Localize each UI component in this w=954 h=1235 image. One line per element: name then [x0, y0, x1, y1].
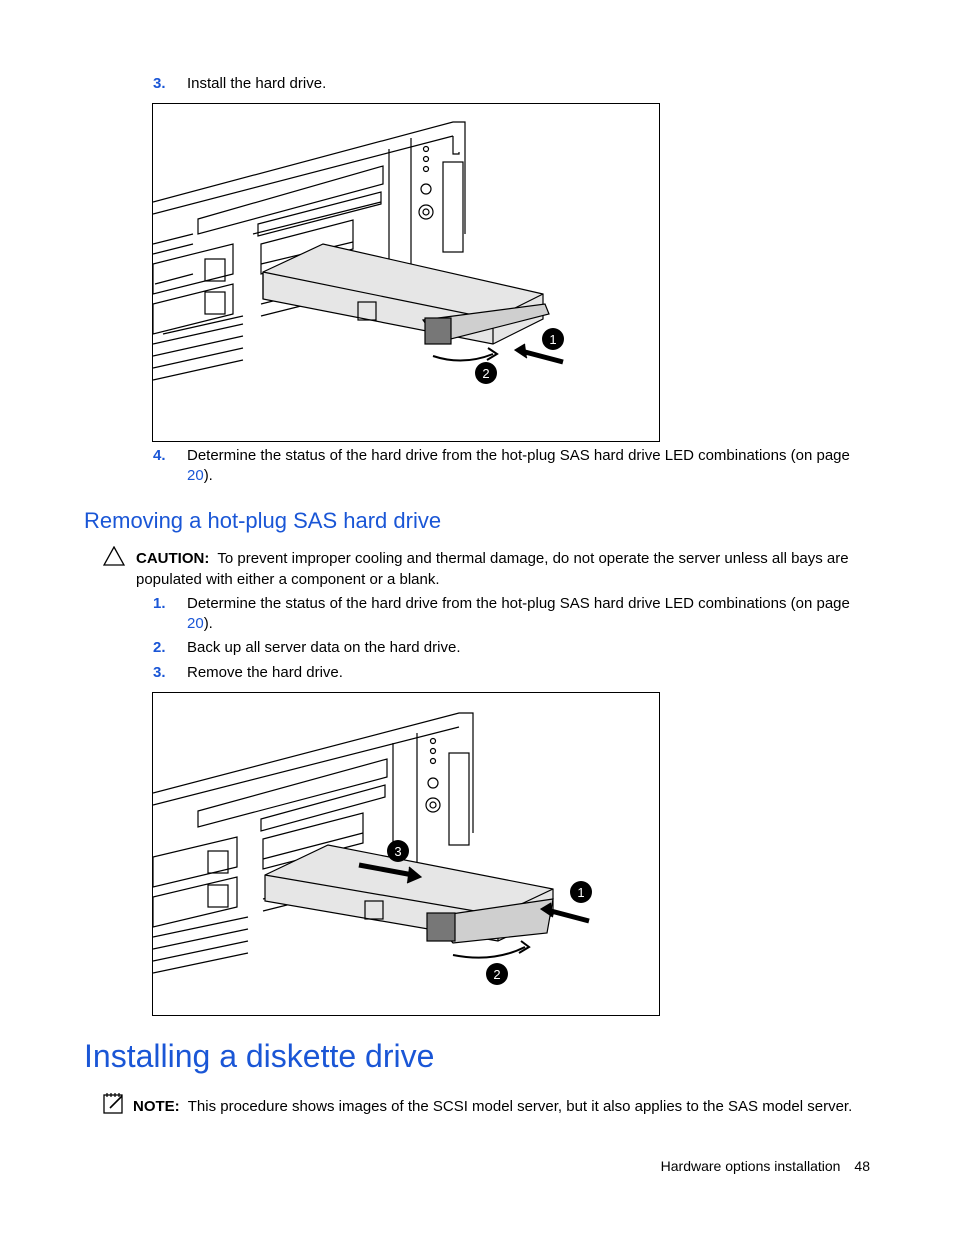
step-install: 3. Install the hard drive. — [153, 74, 873, 94]
remove-drive-illustration: 3 1 2 — [153, 712, 592, 985]
step-backup: 2. Back up all server data on the hard d… — [153, 638, 873, 658]
caution-label: CAUTION: — [136, 550, 210, 567]
callout-2-icon — [475, 362, 497, 384]
note-text: This procedure shows images of the SCSI … — [187, 1098, 853, 1115]
step-remove: 3. Remove the hard drive. — [153, 663, 873, 683]
step-text: Determine the status of the hard drive f… — [187, 595, 850, 632]
note-notice: NOTE: This procedure shows images of the… — [133, 1096, 893, 1117]
step-text: Remove the hard drive. — [187, 664, 343, 681]
caution-icon — [102, 545, 126, 572]
page-link[interactable]: 20 — [187, 615, 204, 632]
step-text: Back up all server data on the hard driv… — [187, 639, 461, 656]
page-link[interactable]: 20 — [187, 467, 204, 484]
svg-text:1: 1 — [549, 332, 556, 347]
step-number: 1. — [153, 595, 166, 612]
svg-text:2: 2 — [482, 366, 489, 381]
callout-2-icon — [486, 963, 508, 985]
step-number: 4. — [153, 447, 166, 464]
svg-text:2: 2 — [493, 967, 500, 982]
callout-1-icon — [542, 328, 564, 350]
step-text: Determine the status of the hard drive f… — [187, 447, 850, 484]
step-number: 3. — [153, 75, 166, 92]
figure-install-hard-drive: 1 2 — [152, 103, 660, 442]
install-drive-illustration: 1 2 — [153, 121, 564, 384]
section-title-removing: Removing a hot-plug SAS hard drive — [84, 508, 442, 533]
figure-remove-hard-drive: 3 1 2 — [152, 692, 660, 1016]
footer-section: Hardware options installation — [660, 1158, 841, 1174]
svg-text:1: 1 — [577, 885, 584, 900]
step-number: 2. — [153, 639, 166, 656]
callout-1-icon — [570, 881, 592, 903]
page-footer: Hardware options installation 48 — [661, 1158, 870, 1174]
callout-3-icon — [387, 840, 409, 862]
svg-text:3: 3 — [394, 844, 401, 859]
step-determine-status: 4. Determine the status of the hard driv… — [153, 446, 873, 486]
step-determine-status: 1. Determine the status of the hard driv… — [153, 594, 873, 634]
note-label: NOTE: — [133, 1098, 180, 1115]
section-title-diskette: Installing a diskette drive — [84, 1038, 435, 1074]
step-number: 3. — [153, 664, 166, 681]
page-number: 48 — [854, 1158, 870, 1174]
step-text: Install the hard drive. — [187, 75, 327, 92]
caution-text: To prevent improper cooling and thermal … — [136, 550, 849, 588]
note-icon — [103, 1092, 125, 1120]
caution-notice: CAUTION: To prevent improper cooling and… — [136, 548, 856, 590]
